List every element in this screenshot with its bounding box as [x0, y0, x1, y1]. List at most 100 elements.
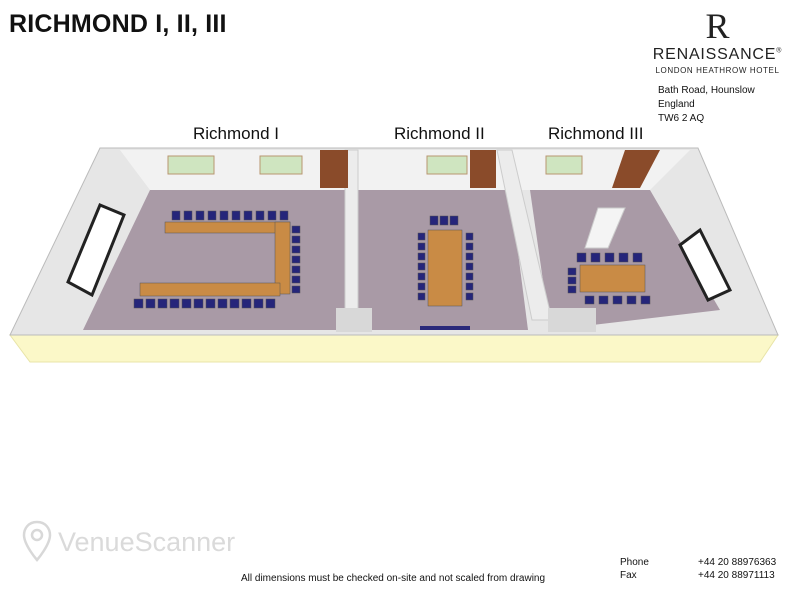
chair: [465, 292, 474, 301]
table: [164, 221, 291, 234]
logo-brand: RENAISSANCE®: [652, 46, 783, 63]
chair: [640, 295, 651, 305]
chair: [291, 255, 301, 264]
room-label-richmond-2: Richmond II: [394, 124, 485, 143]
chair: [183, 210, 193, 221]
table: [139, 282, 281, 297]
chair: [449, 215, 459, 226]
chair: [217, 298, 228, 309]
window: [426, 155, 468, 175]
window: [259, 155, 303, 175]
chair: [612, 295, 623, 305]
chair: [417, 262, 426, 271]
chair: [590, 252, 601, 263]
chair: [598, 295, 609, 305]
table: [579, 264, 646, 293]
chair: [417, 242, 426, 251]
chair: [291, 275, 301, 284]
projector-screen: [678, 227, 733, 302]
chair: [171, 210, 181, 221]
chair: [219, 210, 229, 221]
chair: [417, 252, 426, 261]
pillar: [584, 207, 626, 249]
chair: [291, 245, 301, 254]
chair: [465, 242, 474, 251]
watermark-text: VenueScanner: [58, 526, 236, 557]
chair: [291, 285, 301, 294]
fax-label: Fax: [620, 570, 637, 581]
chair: [567, 267, 577, 276]
chair: [255, 210, 265, 221]
base-slab: [9, 334, 779, 363]
chair: [265, 298, 276, 309]
door: [612, 150, 660, 188]
logo-subtitle: LONDON HEATHROW HOTEL: [655, 66, 780, 75]
chair: [618, 252, 629, 263]
room-label-richmond-1: Richmond I: [193, 124, 279, 143]
chair: [604, 252, 615, 263]
chair: [429, 215, 439, 226]
chair: [291, 265, 301, 274]
chair: [169, 298, 180, 309]
chair: [567, 285, 577, 294]
page-title: RICHMOND I, II, III: [9, 10, 227, 38]
disclaimer: All dimensions must be checked on-site a…: [241, 573, 546, 584]
door: [320, 150, 348, 188]
chair: [267, 210, 277, 221]
fax-number: +44 20 88971113: [698, 570, 775, 581]
chair: [195, 210, 205, 221]
chair: [205, 298, 216, 309]
chair: [465, 232, 474, 241]
address-line: TW6 2 AQ: [658, 113, 705, 124]
projector-screen: [66, 203, 126, 298]
chair: [145, 298, 156, 309]
chair: [181, 298, 192, 309]
phone-label: Phone: [620, 557, 649, 568]
chair: [243, 210, 253, 221]
chair: [417, 232, 426, 241]
window: [545, 155, 583, 175]
chair: [465, 252, 474, 261]
logo-initial: R: [705, 6, 730, 46]
chair: [291, 235, 301, 244]
chair: [241, 298, 252, 309]
base-block: [336, 308, 372, 332]
chair: [229, 298, 240, 309]
chair: [632, 252, 643, 263]
venuescanner-watermark: VenueScanner: [22, 520, 235, 564]
room-label-richmond-3: Richmond III: [548, 124, 644, 143]
door: [470, 150, 496, 188]
chair: [133, 298, 144, 309]
chair: [291, 225, 301, 234]
chair: [157, 298, 168, 309]
stage: [420, 326, 470, 330]
chair: [279, 210, 289, 221]
window: [167, 155, 215, 175]
chair: [567, 276, 577, 285]
chair: [576, 252, 587, 263]
hotel-address: Bath Road, Hounslow England TW6 2 AQ: [658, 84, 755, 126]
chair: [584, 295, 595, 305]
chair: [207, 210, 217, 221]
table: [427, 229, 463, 307]
chair: [417, 292, 426, 301]
chair: [193, 298, 204, 309]
chair: [465, 272, 474, 281]
address-line: Bath Road, Hounslow: [658, 85, 755, 96]
address-line: England: [658, 99, 695, 110]
location-pin-icon: [22, 520, 52, 562]
hotel-logo: R RENAISSANCE® LONDON HEATHROW HOTEL: [650, 8, 785, 75]
table: [274, 221, 291, 295]
chair: [417, 282, 426, 291]
chair: [231, 210, 241, 221]
chair: [417, 272, 426, 281]
chair: [626, 295, 637, 305]
chair: [465, 262, 474, 271]
contact-info: Phone +44 20 88976363 Fax +44 20 88971113: [620, 556, 776, 582]
chair: [253, 298, 264, 309]
phone-number: +44 20 88976363: [698, 557, 777, 568]
chair: [439, 215, 449, 226]
base-block: [548, 308, 596, 332]
chair: [465, 282, 474, 291]
